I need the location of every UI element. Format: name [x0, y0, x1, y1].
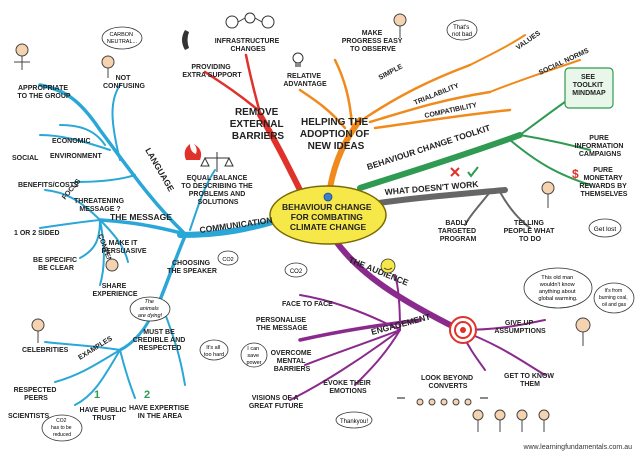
center-line-2: FOR COMBATING: [291, 212, 363, 222]
speech-bubble-too-hard: It's all too hard: [199, 339, 229, 361]
personalise-label: PERSONALISE THE MESSAGE: [256, 317, 308, 332]
public-trust-label: HAVE PUBLIC TRUST: [80, 407, 129, 422]
svg-text:Thankyou!: Thankyou!: [340, 419, 368, 425]
engagement-title: ENGAGEMENT: [370, 311, 432, 337]
peers-label: RESPECTED PEERS: [14, 387, 59, 402]
person-figures: [14, 13, 591, 432]
monetary-rewards-label: PURE MONETARY REWARDS BY THEMSELVES: [579, 167, 628, 198]
svg-text:Get lost: Get lost: [594, 226, 617, 233]
svg-text:It's all too hard: It's all too hard: [204, 345, 224, 358]
svg-text:CO2 has to be redu: CO2 has to be reduced: [51, 418, 73, 438]
emotions-label: EVOKE THEIR EMOTIONS: [323, 380, 372, 395]
badly-targeted-label: BADLY TARGETED PROGRAM: [438, 220, 478, 243]
target-icon: [449, 316, 477, 344]
svg-text:CO2: CO2: [222, 257, 233, 263]
speech-bubble-animals: The animals are dying!: [129, 296, 171, 322]
specific-label: BE SPECIFIC BE CLEAR: [33, 257, 79, 272]
svg-text:I can save power: I can save power: [247, 346, 262, 366]
equal-balance-label: EQUAL BALANCE TO DESCRIBING THE PROBLEMS…: [181, 175, 254, 206]
celebrities-label: CELEBRITIES: [22, 347, 69, 354]
branch-communication: [38, 83, 298, 406]
converts-label: LOOK BEYOND CONVERTS: [421, 375, 475, 390]
relative-advantage-label: RELATIVE ADVANTAGE: [283, 73, 327, 88]
benefits-label: BENEFITS/COSTS: [18, 182, 79, 189]
credible-label: MUST BE CREDIBLE AND RESPECTED: [133, 329, 188, 352]
telling-label: TELLING PEOPLE WHAT TO DO: [504, 220, 557, 243]
message-title: THE MESSAGE: [110, 212, 172, 222]
branch-remove-barriers: [203, 53, 303, 193]
choosing-speaker-label: CHOOSING THE SPEAKER: [167, 260, 217, 275]
center-line-3: CLIMATE CHANGE: [290, 222, 367, 232]
info-campaigns-label: PURE INFORMATION CAMPAIGNS: [575, 135, 626, 158]
branch-helping-adoption: [298, 34, 581, 191]
speech-bubble-get-lost: Get lost: [588, 218, 622, 238]
overcome-label: OVERCOME MENTAL BARRIERS: [271, 350, 314, 373]
speech-bubble-scientist: CO2 has to be reduced: [41, 414, 83, 442]
speech-bubble-save-power: I can save power: [240, 342, 268, 368]
values-label: VALUES: [515, 30, 542, 52]
progress-label: MAKE PROGRESS EASY TO OBSERVE: [342, 30, 405, 53]
sided-label: 1 OR 2 SIDED: [14, 230, 60, 237]
economic-label: ECONOMIC: [52, 138, 91, 145]
fire-icon: [184, 144, 202, 160]
svg-text:It's from burning coal,: It's from burning coal, oil and gas: [599, 288, 629, 308]
see-toolkit-card[interactable]: SEE TOOLKIT MINDMAP: [564, 67, 614, 109]
remove-barriers-title: REMOVE EXTERNAL BARRIERS: [230, 107, 287, 142]
simple-label: SIMPLE: [378, 63, 405, 82]
persuasive-label: MAKE IT PERSUASIVE: [101, 240, 146, 255]
language-title: LANGUAGE: [143, 146, 176, 193]
smiley-icon: [380, 258, 396, 274]
center-line-1: BEHAVIOUR CHANGE: [282, 202, 372, 212]
know-them-label: GET TO KNOW THEM: [504, 373, 556, 388]
footer-url: www.learningfundamentals.com.au: [522, 444, 632, 451]
support-label: PROVIDING EXTRA SUPPORT: [182, 64, 242, 79]
not-confusing-label: NOT CONFUSING: [103, 75, 146, 90]
speech-bubble-thank-you: Thankyou!: [335, 411, 373, 429]
speech-bubble-old-man: This old man wouldn't know anything abou…: [523, 267, 593, 309]
scales-icon: [200, 152, 234, 172]
infrastructure-label: INFRASTRUCTURE CHANGES: [215, 38, 282, 53]
speech-bubble-carbon-neutral: CARBON NEUTRAL...: [101, 26, 143, 50]
central-topic: BEHAVIOUR CHANGE FOR COMBATING CLIMATE C…: [269, 185, 387, 245]
svg-text:SEE TOOLKIT MINDMA: SEE TOOLKIT MINDMAP: [572, 74, 606, 97]
svg-text:CARBON NEUTRAL...: CARBON NEUTRAL...: [107, 32, 138, 45]
visions-label: VISIONS OF A GREAT FUTURE: [249, 395, 304, 410]
svg-text:The animals are dy: The animals are dying!: [138, 299, 163, 319]
number-two-label: 2: [144, 389, 150, 401]
assumptions-label: GIVE UP ASSUMPTIONS: [494, 320, 546, 335]
share-experience-label: SHARE EXPERIENCE: [92, 283, 137, 298]
svg-text:BEHAVIOUR CHANGE FOR COM: BEHAVIOUR CHANGE FOR COMBATING CLIMATE C…: [282, 202, 374, 232]
expertise-label: HAVE EXPERTISE IN THE AREA: [129, 405, 191, 420]
speech-bubble-not-bad: That's not bad: [446, 19, 478, 41]
face-to-face-label: FACE TO FACE: [282, 301, 333, 308]
check-icon: [467, 166, 479, 178]
svg-text:CO2: CO2: [290, 269, 303, 275]
appropriate-label: APPROPRIATE TO THE GROUP: [17, 85, 70, 100]
dollar-icon: $: [572, 167, 579, 181]
helping-adoption-title: HELPING THE ADOPTION OF NEW IDEAS: [300, 117, 372, 152]
svg-text:This old man wouldn't kn: This old man wouldn't know anything abou…: [538, 275, 578, 302]
globe-icon: [323, 192, 333, 202]
scientists-label: SCIENTISTS: [8, 413, 50, 420]
lightbulb-icon: [292, 52, 304, 67]
svg-text:That's not bad: That's not bad: [452, 25, 472, 38]
cross-icon: [450, 167, 460, 177]
threatening-label: THREATENING MESSAGE ?: [74, 198, 126, 213]
speech-bubble-from-coal: It's from burning coal, oil and gas: [593, 282, 635, 314]
environment-label: ENVIRONMENT: [50, 153, 102, 160]
speech-bubble-co2-speaker: CO2: [217, 250, 239, 266]
social-label: SOCIAL: [12, 155, 39, 162]
speech-bubble-co2-audience: CO2: [284, 262, 308, 278]
telephone-icon: [182, 30, 189, 50]
infrastructure-icon: [225, 12, 275, 29]
number-one-label: 1: [94, 389, 100, 401]
